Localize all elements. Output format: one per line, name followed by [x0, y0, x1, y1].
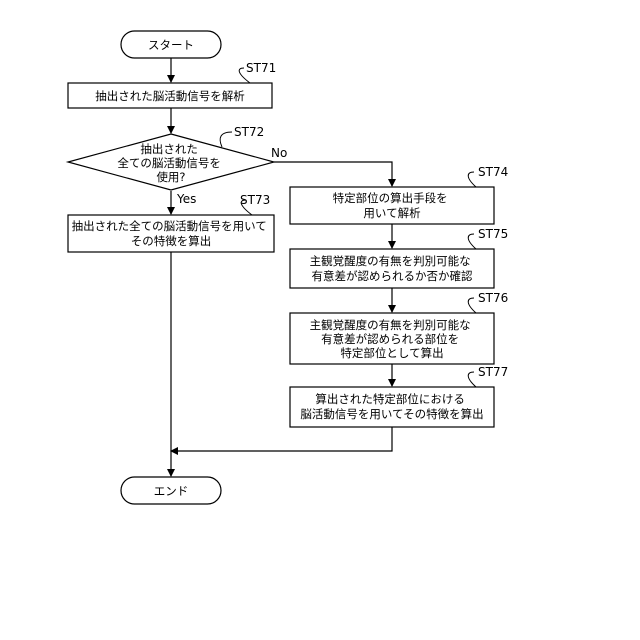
st74-leader	[468, 172, 476, 187]
st72-line: 抽出された	[140, 142, 198, 156]
st75-text: 主観覚醒度の有無を判別可能な 有意差が認められるか否か確認	[310, 254, 475, 283]
st72-leader	[220, 132, 232, 147]
st74-line: 特定部位の算出手段を	[333, 191, 448, 205]
st75-line: 主観覚醒度の有無を判別可能な	[310, 254, 471, 268]
st76-line: 特定部位として算出	[340, 346, 443, 360]
edge-st72-st74	[274, 162, 392, 186]
st73-line: その特徴を算出	[131, 234, 212, 248]
st77-text: 算出された特定部位における 脳活動信号を用いてその特徴を算出	[300, 392, 483, 421]
branch-yes-label: Yes	[176, 192, 196, 206]
st75-tag: ST75	[478, 227, 508, 241]
st73-tag: ST73	[240, 193, 270, 207]
st77-tag: ST77	[478, 365, 508, 379]
st74-line: 用いて解析	[363, 206, 420, 220]
st76-line: 有意差が認められる部位を	[321, 332, 459, 346]
st76-line: 主観覚醒度の有無を判別可能な	[310, 318, 471, 332]
st71-tag: ST71	[246, 61, 276, 75]
st76-tag: ST76	[478, 291, 508, 305]
end-label: エンド	[154, 484, 189, 498]
start-label-line: スタート	[148, 38, 194, 52]
branch-no-label: No	[271, 146, 287, 160]
st71-text: 抽出された脳活動信号を解析	[95, 89, 245, 103]
edge-st77-merge	[171, 427, 392, 451]
st72-line: 全ての脳活動信号を	[117, 156, 221, 170]
st77-leader	[468, 372, 476, 387]
st74-tag: ST74	[478, 165, 508, 179]
st75-leader	[468, 234, 476, 249]
st72-tag: ST72	[234, 125, 264, 139]
start-label: スタート	[148, 38, 194, 52]
st77-line: 算出された特定部位における	[315, 392, 465, 406]
st75-line: 有意差が認められるか否か確認	[312, 269, 473, 283]
st77-line: 脳活動信号を用いてその特徴を算出	[300, 407, 483, 421]
st73-line: 抽出された全ての脳活動信号を用いて	[72, 219, 267, 233]
st76-leader	[468, 298, 476, 313]
end-label-line: エンド	[154, 484, 189, 498]
st72-line: 使用?	[156, 170, 185, 184]
st71-line: 抽出された脳活動信号を解析	[95, 89, 245, 103]
